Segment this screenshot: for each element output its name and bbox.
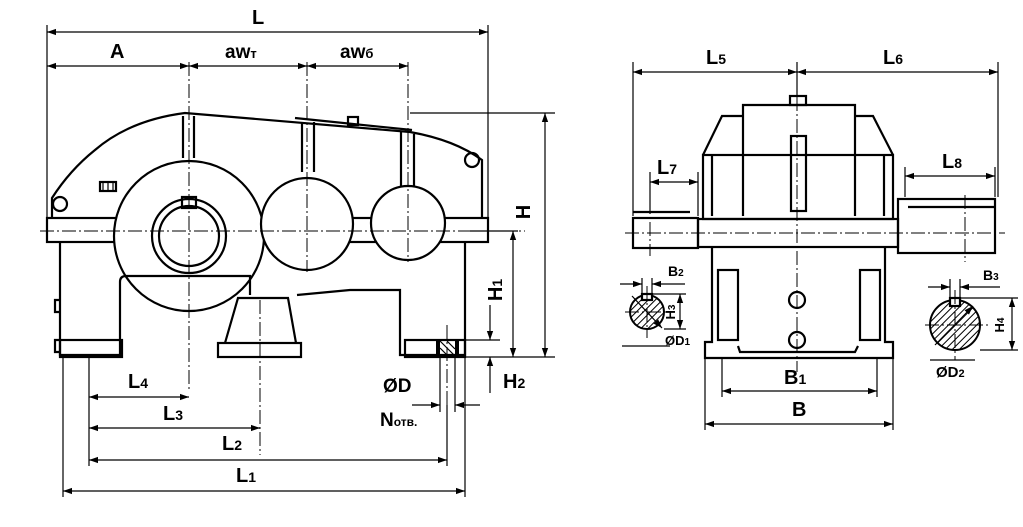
side-view [625, 75, 1005, 372]
label-L1: L1 [236, 465, 256, 487]
label-B: B [792, 399, 806, 421]
label-D1: ØD1 [665, 333, 691, 348]
housing-base [58, 242, 252, 357]
label-aw-b: awб [340, 42, 373, 63]
front-view [40, 62, 525, 455]
label-D2: ØD2 [936, 364, 965, 381]
label-L3: L3 [163, 403, 183, 425]
label-L: L [252, 7, 264, 29]
label-H3: H3 [663, 304, 678, 319]
label-H: H [513, 205, 535, 219]
dimension-lines-front [47, 28, 549, 495]
label-B1: B1 [784, 367, 806, 389]
label-N: Nотв. [380, 410, 417, 431]
housing-cover [50, 111, 484, 218]
label-B3: B3 [983, 267, 999, 283]
label-D: ØD [383, 376, 412, 397]
label-H1: H1 [485, 279, 507, 301]
label-L2: L2 [222, 433, 242, 455]
output-shaft [896, 197, 997, 255]
label-L8: L8 [942, 151, 962, 173]
extension-lines-front [46, 25, 555, 497]
labels: L A awт awб H H1 H2 ØD Nотв. L4 L3 L2 L1… [110, 7, 1007, 487]
label-L4: L4 [128, 371, 148, 393]
label-H2: H2 [503, 371, 525, 393]
label-aw-t: awт [225, 42, 257, 63]
label-H4: H4 [992, 317, 1007, 332]
dimension-lines-side [620, 68, 1016, 428]
label-L7: L7 [657, 157, 677, 179]
label-L6: L6 [883, 47, 903, 69]
lifting-eye-right [463, 151, 481, 169]
label-B2: B2 [668, 263, 684, 279]
lifting-eye-left [51, 195, 69, 213]
label-L5: L5 [706, 47, 726, 69]
label-A: A [110, 41, 124, 63]
